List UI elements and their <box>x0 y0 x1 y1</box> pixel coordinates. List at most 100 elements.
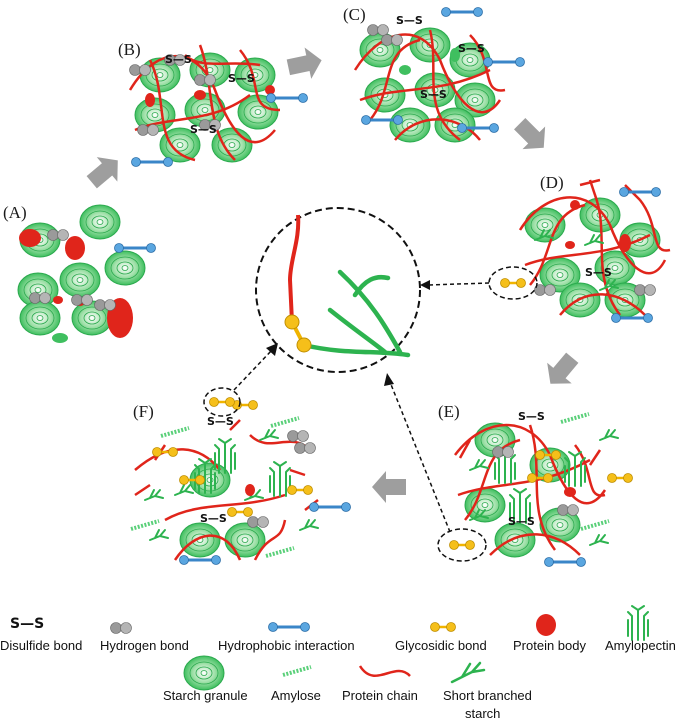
legend-starch-granule-icon <box>183 655 225 691</box>
protein-body <box>65 236 85 260</box>
glycosidic-bond <box>606 472 634 484</box>
legend-protein-chain-label: Protein chain <box>342 688 418 703</box>
stage-a-cluster <box>17 204 157 343</box>
hydrophobic-interaction <box>113 242 157 254</box>
disulfide-bond-label: S—S <box>420 88 447 101</box>
legend-hydrogen-icon <box>110 622 132 634</box>
amylopectin <box>214 438 236 474</box>
protein-body <box>619 234 631 252</box>
legend-disulfide-symbol: S—S <box>10 616 44 632</box>
starch-granule-small <box>399 65 411 75</box>
disulfide-bond-label: S—S <box>165 53 192 66</box>
glycosidic-bond <box>499 277 527 289</box>
short-branched-starch <box>149 529 169 541</box>
stage-label-b: (B) <box>118 40 141 59</box>
highlight-circle-f <box>203 387 241 417</box>
hydrogen-bond <box>247 516 269 528</box>
glycosidic-bond <box>208 396 236 408</box>
legend-hydrophobic-label: Hydrophobic interaction <box>218 638 355 653</box>
short-branched-starch <box>301 269 411 358</box>
legend-protein-chain-icon <box>358 665 411 677</box>
legend-hydrogen-label: Hydrogen bond <box>100 638 189 653</box>
legend-protein-body-icon <box>536 614 556 636</box>
zoom-detail <box>255 207 421 373</box>
amylose <box>264 546 296 558</box>
disulfide-bond-label: S—S <box>508 515 535 528</box>
protein-chain <box>353 29 506 141</box>
hydrogen-bond <box>634 284 656 296</box>
short-branched-starch <box>174 484 194 496</box>
protein-chain <box>128 44 281 162</box>
hydrophobic-interaction <box>265 92 309 104</box>
short-branched-starch <box>144 489 164 501</box>
arrowhead <box>266 343 278 356</box>
hydrophobic-interaction <box>456 122 500 134</box>
stage-c-cluster: S—S S—S S—S <box>353 6 526 143</box>
starch-granule <box>19 300 61 336</box>
short-branched-starch <box>469 459 489 471</box>
protein-chain <box>287 214 301 323</box>
protein-body <box>145 93 155 107</box>
stage-label-f: (F) <box>133 402 154 421</box>
disulfide-bond-label: S—S <box>190 123 217 136</box>
glycosidic-bond <box>448 539 476 551</box>
protein-body <box>565 241 575 249</box>
starch-granule <box>79 204 121 240</box>
process-arrow-b-c <box>285 44 325 83</box>
disulfide-bond-label: S—S <box>200 512 227 525</box>
legend-amylopectin-label: Amylopectin <box>605 638 676 653</box>
disulfide-bond-label: S—S <box>518 410 545 423</box>
protein-body <box>194 90 206 100</box>
dashed-arrow <box>233 349 273 391</box>
glycosidic-bond <box>151 446 179 458</box>
legend-short-branched-label-2: starch <box>465 706 500 721</box>
legend-glycosidic-label: Glycosidic bond <box>395 638 487 653</box>
process-arrow-a-b <box>81 148 129 195</box>
legend-short-branched-label-1: Short branched <box>443 688 532 703</box>
legend-disulfide-label: Disulfide bond <box>0 638 82 653</box>
hydrophobic-interaction <box>543 556 587 568</box>
disulfide-bond-label: S—S <box>458 42 485 55</box>
glycosidic-bond <box>226 506 254 518</box>
starch-granule <box>364 77 406 113</box>
disulfide-bond-label: S—S <box>396 14 423 27</box>
glycosidic-bond <box>284 314 300 330</box>
zoom-connectors <box>233 280 490 533</box>
disulfide-bond-label: S—S <box>585 266 612 279</box>
glycosidic-bond <box>286 484 314 496</box>
highlight-circle-d <box>488 266 538 300</box>
legend-amylose-icon <box>281 665 313 677</box>
amylopectin <box>269 461 291 497</box>
stage-label-c: (C) <box>343 5 366 24</box>
starch-granule <box>104 250 146 286</box>
arrowhead <box>384 373 394 386</box>
glycosidic-bond <box>296 337 312 353</box>
process-arrow-e-f <box>372 471 406 503</box>
amylose <box>129 519 161 531</box>
protein-body <box>564 487 576 497</box>
short-branched-starch <box>589 534 609 546</box>
stage-f-cluster: S—S S—S <box>129 387 352 566</box>
protein-body <box>19 229 41 247</box>
hydrophobic-interaction <box>440 6 484 18</box>
starch-granule <box>179 522 221 558</box>
starch-granule-small <box>450 48 460 62</box>
amylose <box>269 416 301 428</box>
legend: S—S Disulfide bond Hydrogen bond Hydroph… <box>0 605 676 721</box>
hydrophobic-interaction <box>618 186 662 198</box>
short-branched-starch <box>299 519 319 531</box>
hydrophobic-interaction <box>482 56 526 68</box>
highlight-circle-e <box>437 528 487 562</box>
short-branched-starch <box>599 429 619 441</box>
amylose <box>159 426 191 438</box>
protein-body <box>570 200 580 210</box>
starch-granule <box>389 107 431 143</box>
protein-body <box>245 484 255 496</box>
legend-amylopectin-icon <box>627 605 649 641</box>
stage-label-a: (A) <box>3 203 27 222</box>
hydrophobic-interaction <box>130 156 174 168</box>
disulfide-bond-label: S—S <box>207 415 234 428</box>
starch-granule-small <box>52 333 68 343</box>
amylose <box>559 412 591 424</box>
